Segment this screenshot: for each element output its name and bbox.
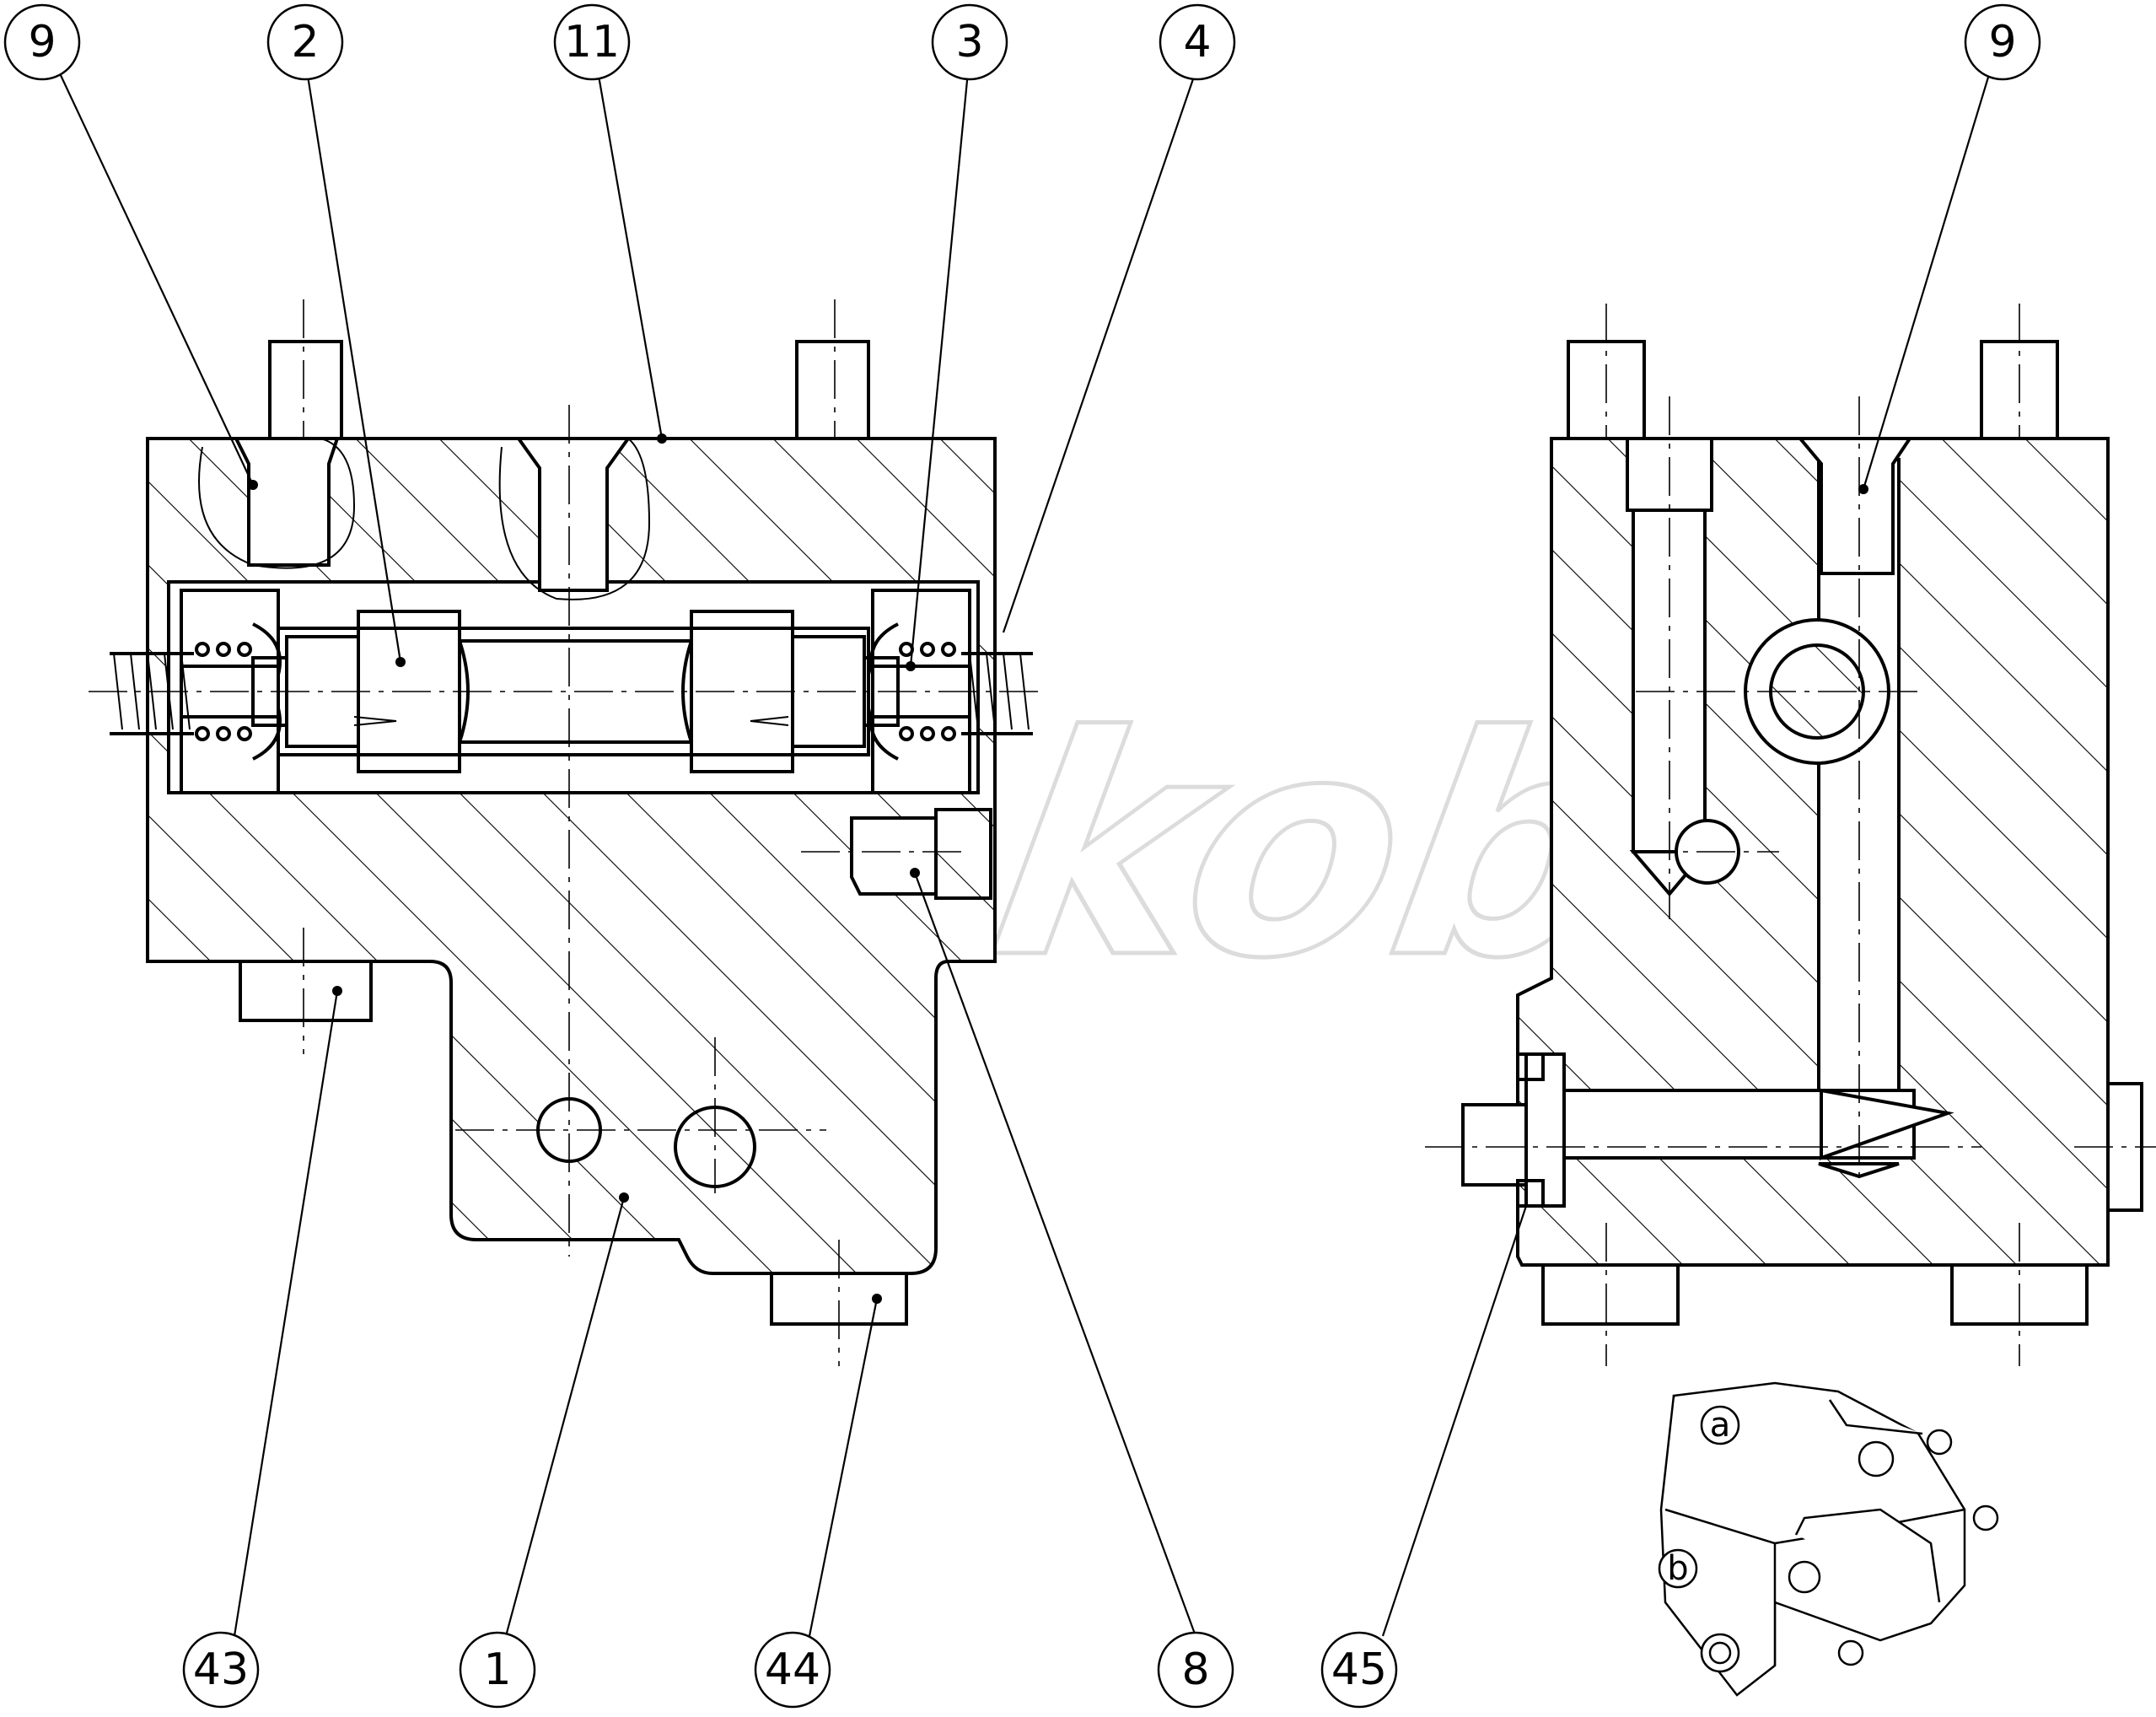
callout-8: 8 (1157, 1631, 1234, 1709)
svg-text:9: 9 (1988, 17, 2016, 67)
callout-45: 45 (1320, 1631, 1398, 1709)
callout-9-right: 9 (1964, 3, 2041, 81)
svg-text:2: 2 (291, 17, 319, 67)
callout-9-left: 9 (3, 3, 81, 81)
iso-port-b (1658, 1548, 1698, 1589)
iso-port-a (1700, 1405, 1740, 1445)
callout-11: 11 (553, 3, 631, 81)
svg-text:45: 45 (1331, 1644, 1387, 1695)
bottom-pins-left (239, 960, 908, 1326)
callout-44: 44 (754, 1631, 831, 1709)
svg-text:43: 43 (193, 1644, 249, 1695)
iso-face-label-a: a (1710, 1406, 1731, 1445)
top-pins-left (198, 340, 870, 600)
centrelines-right (1425, 304, 2156, 1366)
left-section-view (89, 299, 1041, 1366)
side-port-plug (850, 816, 938, 896)
leader-lines (58, 71, 1992, 1637)
svg-text:4: 4 (1183, 17, 1211, 67)
pin-bottom-right-a (1541, 1263, 1680, 1326)
svg-text:44: 44 (765, 1644, 820, 1695)
callout-2: 2 (266, 3, 344, 81)
svg-text:11: 11 (564, 17, 620, 67)
callout-3: 3 (931, 3, 1008, 81)
iso-face-label-b: b (1667, 1549, 1688, 1588)
callout-43: 43 (182, 1631, 260, 1709)
centrelines-left (89, 299, 1041, 1366)
svg-text:9: 9 (28, 17, 56, 67)
svg-text:1: 1 (483, 1644, 511, 1695)
svg-text:3: 3 (955, 17, 983, 67)
svg-text:8: 8 (1181, 1644, 1209, 1695)
callout-1: 1 (459, 1631, 536, 1709)
right-section-view (1425, 304, 2156, 1366)
isometric-view: a b (1658, 1381, 1999, 1697)
callout-4: 4 (1159, 3, 1236, 81)
